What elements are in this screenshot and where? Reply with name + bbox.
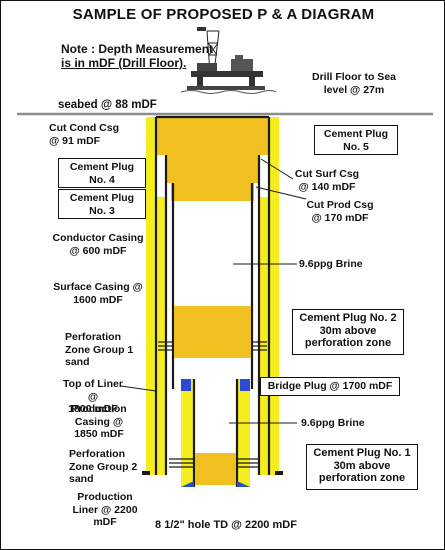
page-title: SAMPLE OF PROPOSED P & A DIAGRAM [72,6,375,23]
top-of-liner-label: Top of Liner @ 1800 mDF [63,378,123,415]
cut-cond-label: Cut Cond Csg @ 91 mDF [49,122,119,147]
leader-lines [120,158,307,424]
depth-note-line1: Note : Depth Measurement [61,42,214,56]
liner-cement-left [181,379,194,487]
td-label: 8 1/2" hole TD @ 2200 mDF [155,519,297,531]
production-casing-label: Production Casing @ 1850 mDF [71,403,127,440]
cement-plug-1-shape [195,453,236,485]
drill-floor-label: Drill Floor to Sea level @ 27m [311,71,396,96]
brine-upper-label: 9.6ppg Brine [299,258,363,270]
cement-plug-3-box: Cement Plug No. 3 [58,189,146,219]
cement-plug-4-box: Cement Plug No. 4 [58,158,146,188]
cement-plug-2-box: Cement Plug No. 2 30m above perforation … [292,309,404,355]
bridge-plug-right [240,379,250,391]
cement-plug-3-shape [171,183,254,201]
brine-lower-label: 9.6ppg Brine [301,417,365,429]
bridge-plug-box: Bridge Plug @ 1700 mDF [260,377,400,396]
perforation-zone-1 [158,341,267,351]
outer-cement-right [269,117,279,475]
cut-prod-label: Cut Prod Csg @ 170 mDF [306,199,374,224]
depth-note-line2: is in mDF (Drill Floor). [61,56,187,70]
conductor-casing-label: Conductor Casing @ 600 mDF [52,232,144,257]
surface-cement-left [156,197,166,475]
cement-plug-5 [156,117,269,155]
cement-plug-1-box: Cement Plug No. 1 30m above perforation … [306,444,418,490]
cut-surf-label: Cut Surf Csg @ 140 mDF [294,168,360,193]
cement-plug-5-box: Cement Plug No. 5 [314,125,398,155]
perforation-1-label: Perforation Zone Group 1 sand [65,331,134,368]
cement-plug-2-shape [174,306,251,358]
cement-plug-4-shape [166,155,259,183]
bridge-plug-left [181,379,191,391]
liner-cement-right [237,379,250,487]
surface-casing-label: Surface Casing @ 1600 mDF [53,281,143,306]
seabed-label: seabed @ 88 mDF [58,99,157,111]
production-liner-label: Production Liner @ 2200 mDF [72,491,138,528]
offshore-rig-icon [180,27,277,94]
surface-cement-right [259,197,269,475]
production-liner [192,379,239,487]
casing-strings [154,115,271,475]
perforation-2-label: Perforation Zone Group 2 sand [69,448,138,485]
outer-cement-left [146,117,156,475]
depth-note: Note : Depth Measurement is in mDF (Dril… [61,42,221,70]
perforation-zone-2 [169,458,259,468]
